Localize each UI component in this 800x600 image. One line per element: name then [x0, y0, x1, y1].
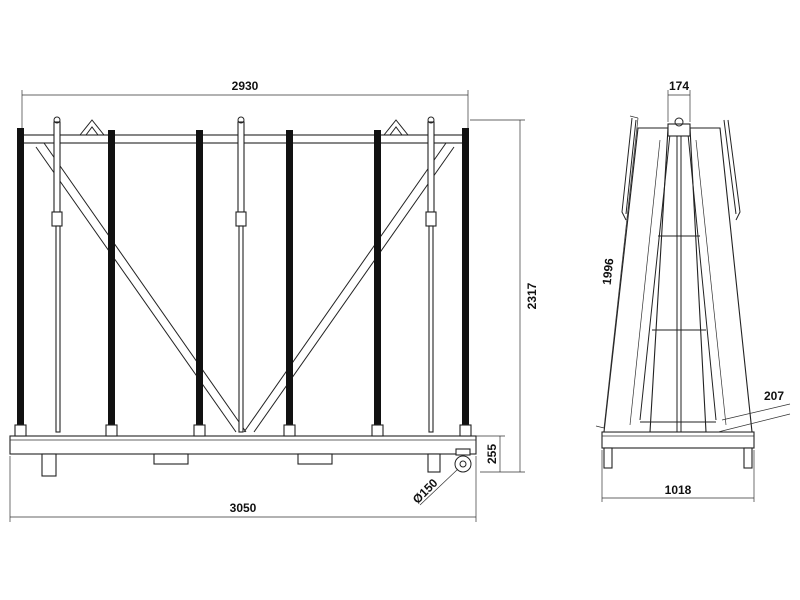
- diagonal-braces: [35, 142, 455, 433]
- padded-posts: [17, 128, 469, 425]
- left-foot: [41, 453, 57, 477]
- dim-side-base: 1018: [665, 483, 692, 497]
- side-right-leg: [743, 447, 753, 469]
- side-handles: [621, 117, 741, 221]
- dim-height: 2317: [525, 282, 539, 309]
- dim-base-height: 255: [485, 444, 499, 464]
- side-base-frame: [601, 431, 755, 449]
- post-clamps: [14, 424, 472, 437]
- lifting-lugs: [79, 119, 409, 136]
- dim-side-foot: 207: [764, 389, 784, 403]
- fork-pocket-right: [297, 453, 333, 465]
- front-dimension-lines: [9, 90, 525, 522]
- side-dimension-lines: [595, 90, 791, 502]
- dim-top-width: 2930: [232, 79, 259, 93]
- top-rail: [21, 134, 469, 144]
- dim-caster: Ø150: [410, 476, 441, 507]
- front-view: 2930 2317 255 Ø150 3050: [9, 79, 539, 522]
- a-frame: [603, 127, 753, 433]
- dim-bottom-width: 3050: [230, 501, 257, 515]
- side-view: 174 1996 207 1018: [595, 79, 791, 502]
- dim-side-length: 1996: [600, 257, 617, 285]
- right-foot: [427, 453, 441, 473]
- side-left-leg: [603, 447, 613, 469]
- caster-wheel: [454, 448, 472, 473]
- center-mast: [640, 136, 716, 432]
- top-cap: [667, 117, 691, 137]
- fork-pocket-left: [153, 453, 189, 465]
- removable-arms: [51, 116, 437, 433]
- dim-side-top: 174: [669, 79, 689, 93]
- base-beam: [9, 435, 477, 455]
